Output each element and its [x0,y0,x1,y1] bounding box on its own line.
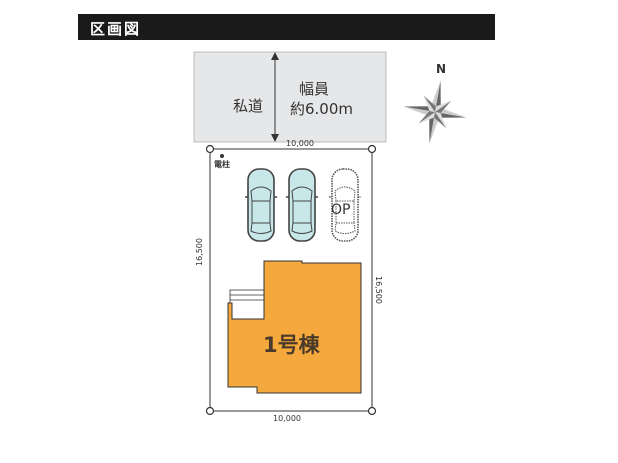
arrow-head-bottom [271,134,279,142]
section-header: 区画図 [78,14,495,40]
building-1 [227,260,362,394]
optional-parking-label: OP [331,202,350,218]
utility-pole-label: 電柱 [214,159,230,169]
dimension-top: 10,000 [286,139,314,148]
compass-north-label: N [436,62,446,76]
road-width-label: 幅員 [299,80,329,98]
building-label: 1号棟 [263,333,321,357]
porch-steps [229,289,265,320]
utility-pole-icon [220,154,224,158]
dimension-bottom: 10,000 [273,414,301,423]
arrow-head-top [271,52,279,60]
boundary-markers [205,144,377,416]
parking-car-2 [285,168,319,242]
private-road [193,51,387,143]
dimension-left: 16,500 [195,238,204,266]
section-title: 区画図 [90,20,142,38]
road-width-value: 約6.00m [290,100,353,118]
parking-car-1 [244,168,278,242]
lot-boundary [209,148,373,412]
road-name: 私道 [233,97,263,115]
compass-rose-icon [403,80,467,144]
dimension-right: 16,500 [374,276,383,304]
